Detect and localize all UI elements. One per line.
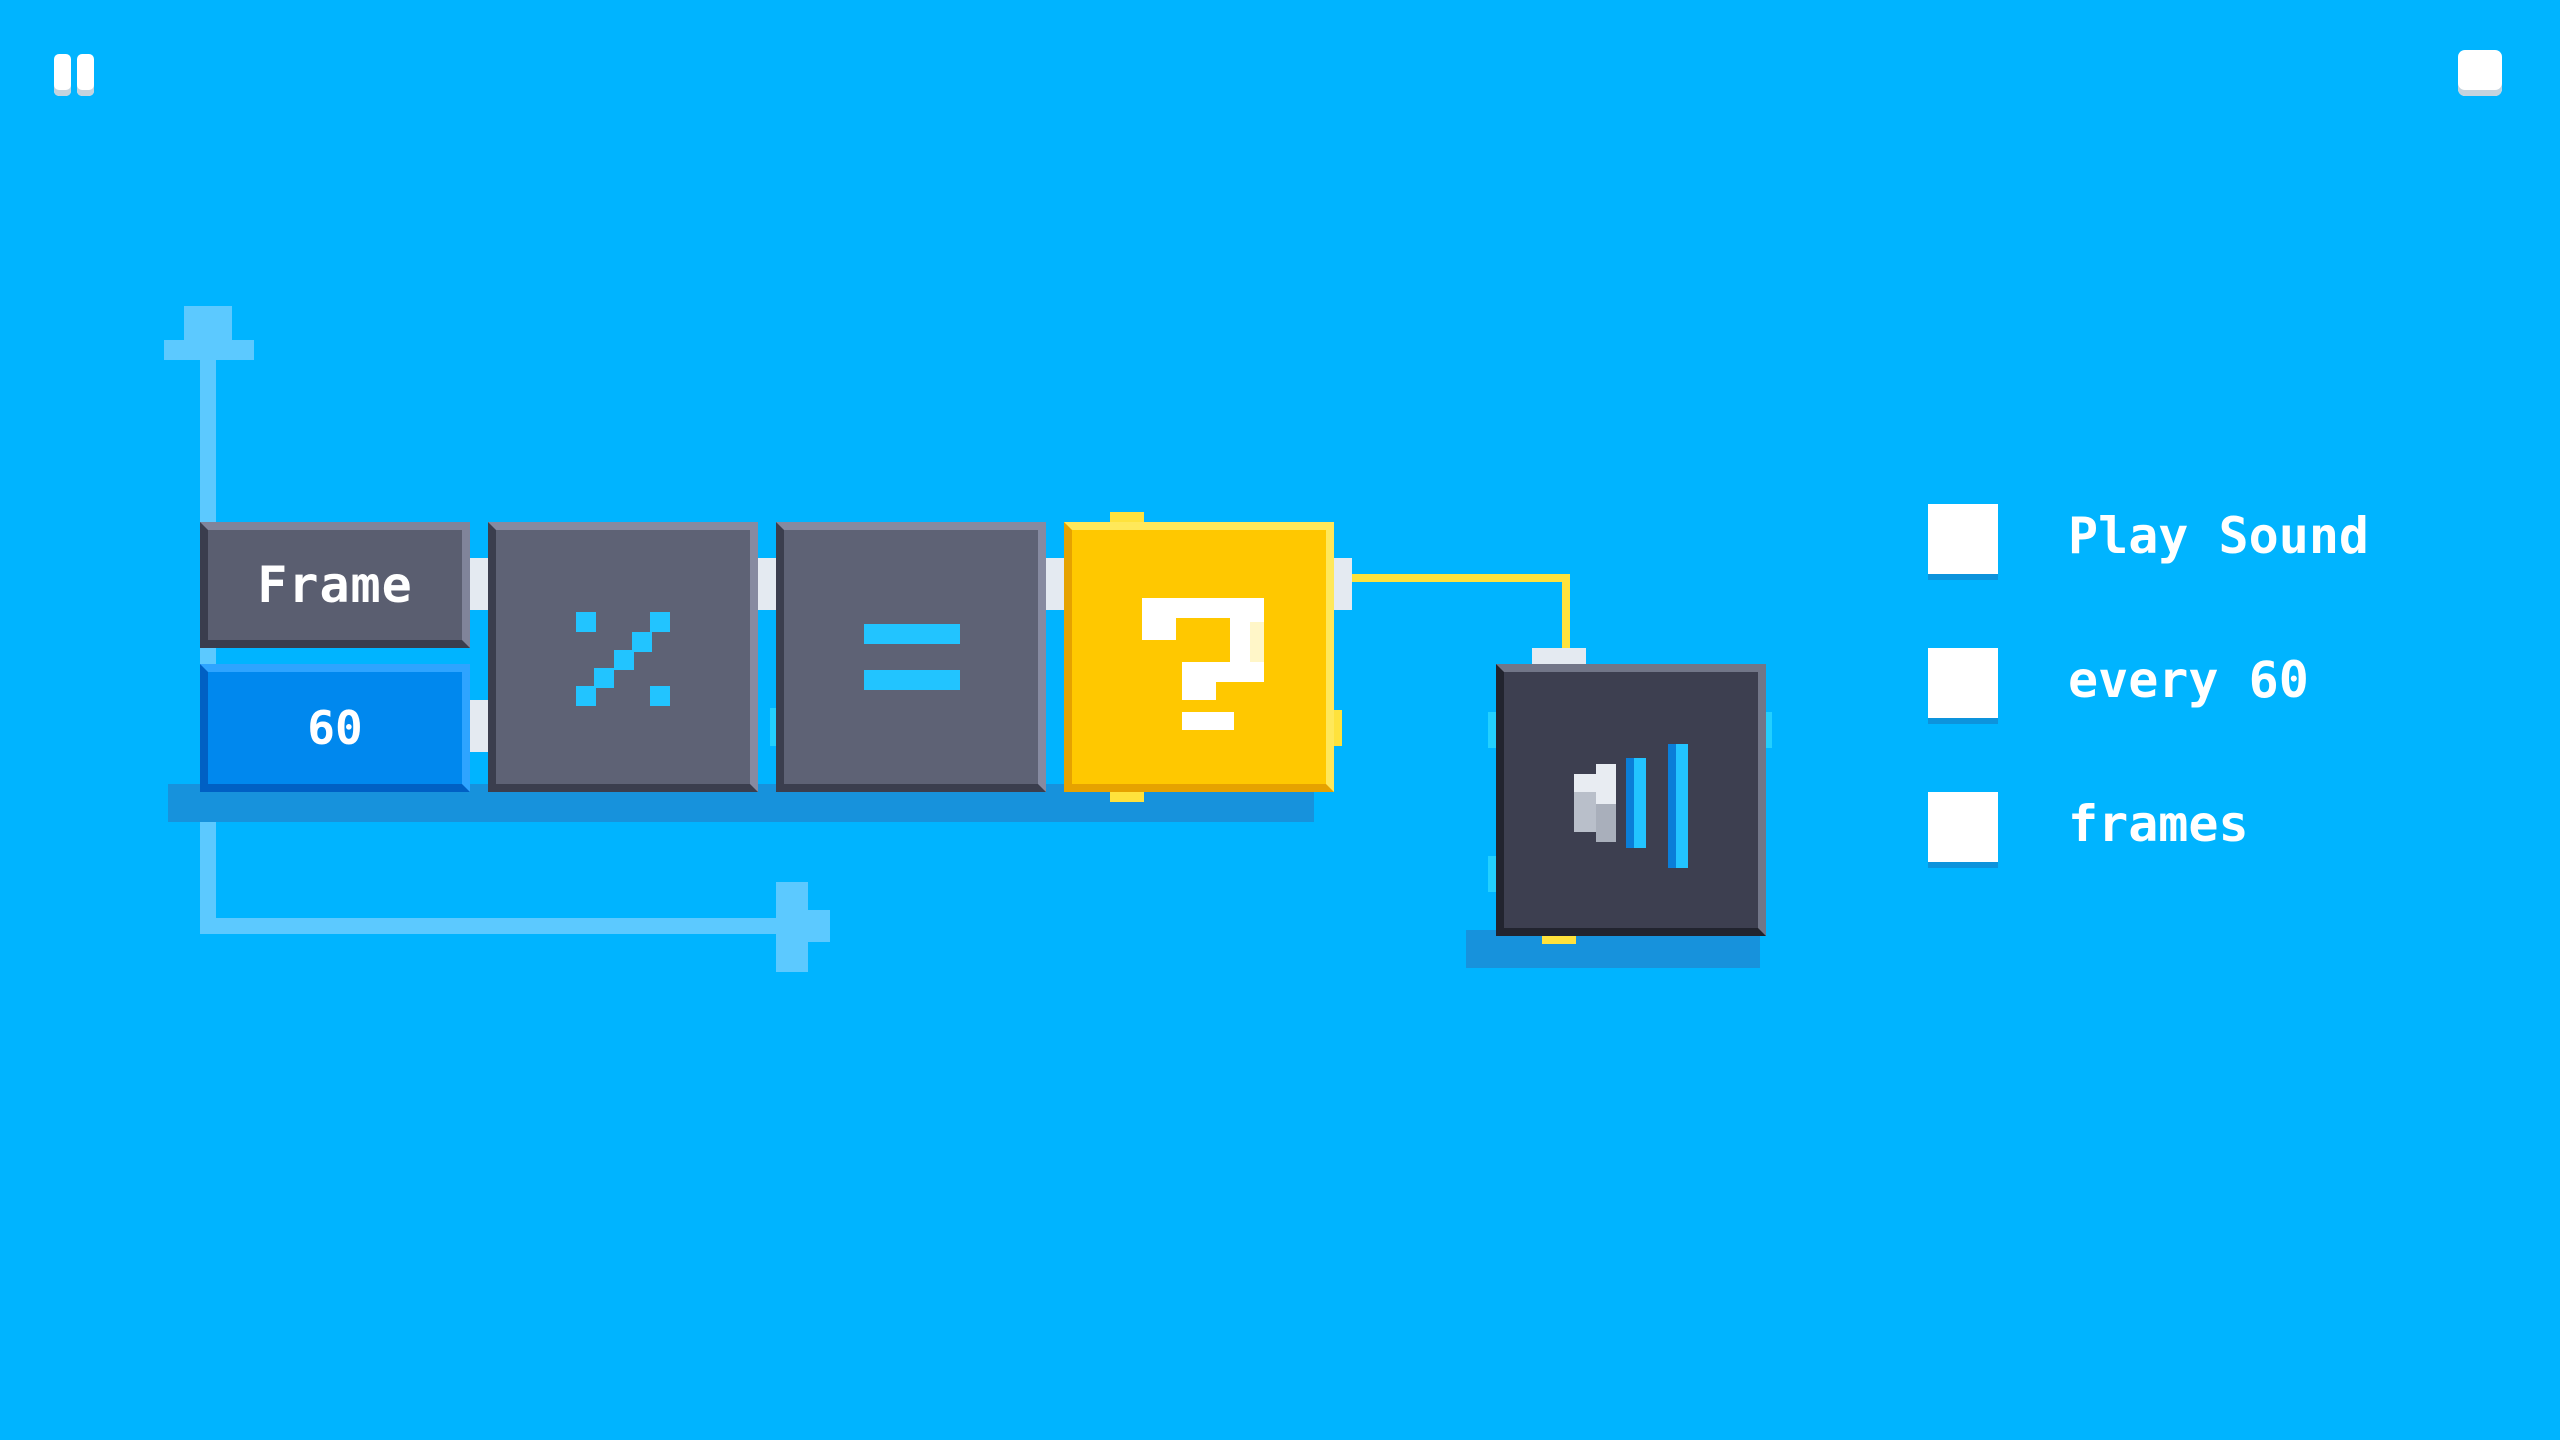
port xyxy=(1764,712,1772,748)
percent-icon xyxy=(576,612,670,706)
speaker-volume-icon xyxy=(1574,744,1702,868)
pause-button[interactable] xyxy=(54,52,100,98)
equals-icon xyxy=(864,624,960,694)
frame-value-field[interactable]: 60 xyxy=(200,664,470,792)
checkbox-play-sound[interactable] xyxy=(1928,504,1998,574)
frame-variable-node[interactable]: Frame xyxy=(200,522,470,648)
stop-button[interactable] xyxy=(2458,50,2502,96)
port xyxy=(1334,710,1342,746)
question-mark-icon xyxy=(1142,598,1264,730)
connector xyxy=(1334,558,1352,610)
equals-operator-node[interactable] xyxy=(776,522,1046,792)
input-port xyxy=(1532,648,1586,666)
pause-icon xyxy=(54,54,71,96)
play-sound-node[interactable] xyxy=(1496,664,1766,936)
connector xyxy=(758,558,776,610)
connector xyxy=(470,700,488,752)
checklist-item-label: Play Sound xyxy=(2068,507,2370,565)
checkbox-frames[interactable] xyxy=(1928,792,1998,862)
checklist-item-label: frames xyxy=(2068,795,2249,853)
frame-value: 60 xyxy=(307,701,363,755)
input-port xyxy=(770,708,778,746)
modulo-operator-node[interactable] xyxy=(488,522,758,792)
checklist-item-label: every 60 xyxy=(2068,651,2309,709)
frame-label: Frame xyxy=(257,556,413,614)
connector xyxy=(1046,558,1064,610)
port xyxy=(1542,934,1576,944)
condition-node[interactable] xyxy=(1064,522,1334,792)
port xyxy=(1488,856,1496,892)
connector xyxy=(470,558,488,610)
checkbox-every-60[interactable] xyxy=(1928,648,1998,718)
port xyxy=(1488,712,1496,748)
